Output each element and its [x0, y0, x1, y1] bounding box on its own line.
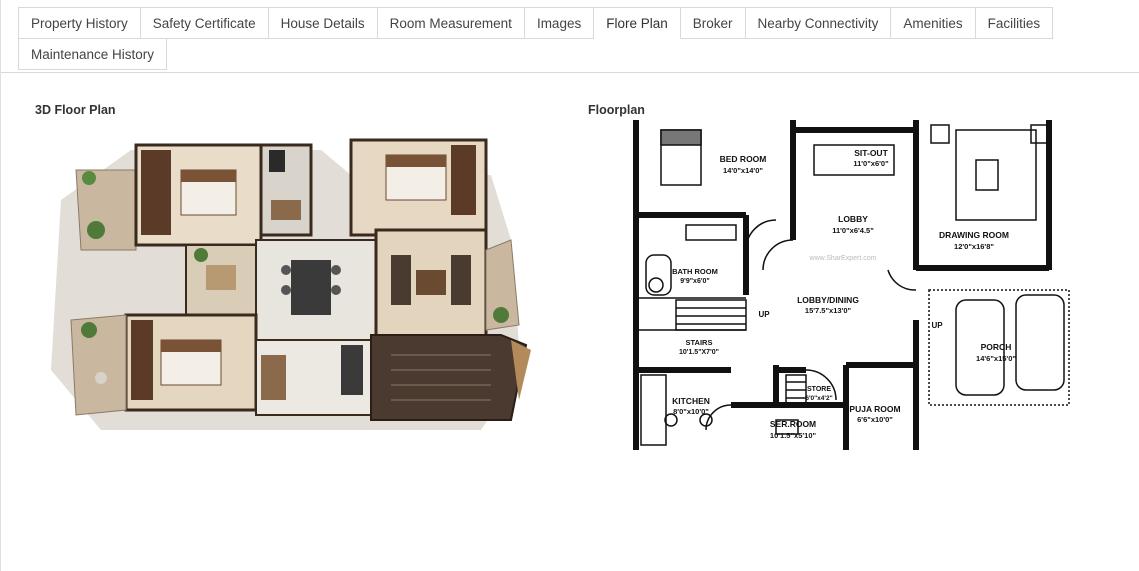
room-size-store: 6'0"x4'2"	[805, 395, 832, 402]
room-label-porch: PORCH	[981, 342, 1012, 352]
panel-title-3d-floor-plan: 3D Floor Plan	[35, 103, 116, 117]
room-size-ser-room: 10'1.5"x5'10"	[770, 431, 817, 440]
tab-facilities[interactable]: Facilities	[975, 7, 1054, 39]
tab-images[interactable]: Images	[524, 7, 595, 39]
room-label-kitchen: KITCHEN	[672, 396, 710, 406]
room-size-stairs: 10'1.5"X7'0"	[679, 349, 719, 356]
up-label-stairs: UP	[758, 310, 770, 319]
tab-broker[interactable]: Broker	[680, 7, 746, 39]
floor-plan-2d-image: BED ROOM 14'0"x14'0" SIT-OUT 11'0"x6'0" …	[631, 120, 1076, 450]
room-label-bath-room: BATH ROOM	[672, 267, 718, 276]
room-label-sit-out: SIT-OUT	[854, 148, 888, 158]
room-label-stairs: STAIRS	[686, 338, 713, 347]
room-label-store: STORE	[807, 386, 831, 393]
room-label-drawing-room: DRAWING ROOM	[939, 230, 1009, 240]
tab-amenities[interactable]: Amenities	[891, 7, 976, 39]
tab-nearby-connectivity[interactable]: Nearby Connectivity	[745, 7, 892, 39]
floor-plan-3d-image	[51, 138, 531, 430]
room-label-bed-room: BED ROOM	[720, 154, 767, 164]
tab-row-2: Maintenance History	[18, 38, 1128, 70]
room-size-kitchen: 8'0"x10'0"	[673, 407, 709, 416]
room-label-lobby: LOBBY	[838, 214, 868, 224]
tab-row-1: Property History Safety Certificate Hous…	[18, 7, 1128, 39]
room-size-puja-room: 6'6"x10'0"	[857, 415, 893, 424]
room-size-bed-room: 14'0"x14'0"	[723, 166, 763, 175]
room-label-puja-room: PUJA ROOM	[849, 404, 900, 414]
tab-flore-plan[interactable]: Flore Plan	[594, 7, 681, 39]
tab-bar: Property History Safety Certificate Hous…	[18, 7, 1128, 70]
tab-room-measurement[interactable]: Room Measurement	[377, 7, 525, 39]
room-size-porch: 14'6"x15'0"	[976, 354, 1016, 363]
tab-house-details[interactable]: House Details	[268, 7, 378, 39]
tab-property-history[interactable]: Property History	[18, 7, 141, 39]
tab-divider	[1, 72, 1139, 73]
room-size-drawing-room: 12'0"x16'8"	[954, 242, 994, 251]
room-size-lobby-dining: 15'7.5"x13'0"	[805, 306, 852, 315]
room-size-sit-out: 11'0"x6'0"	[853, 159, 889, 168]
up-label-porch: UP	[931, 321, 943, 330]
room-label-ser-room: SER.ROOM	[770, 419, 816, 429]
panel-title-floorplan: Floorplan	[588, 103, 645, 117]
room-size-bath-room: 9'9"x6'0"	[680, 278, 709, 285]
tab-maintenance-history[interactable]: Maintenance History	[18, 38, 168, 70]
tab-safety-certificate[interactable]: Safety Certificate	[140, 7, 269, 39]
floorplan-watermark: www.SharExpert.com	[809, 255, 877, 262]
room-size-lobby: 11'0"x6'4.5"	[832, 226, 874, 235]
room-label-lobby-dining: LOBBY/DINING	[797, 295, 859, 305]
